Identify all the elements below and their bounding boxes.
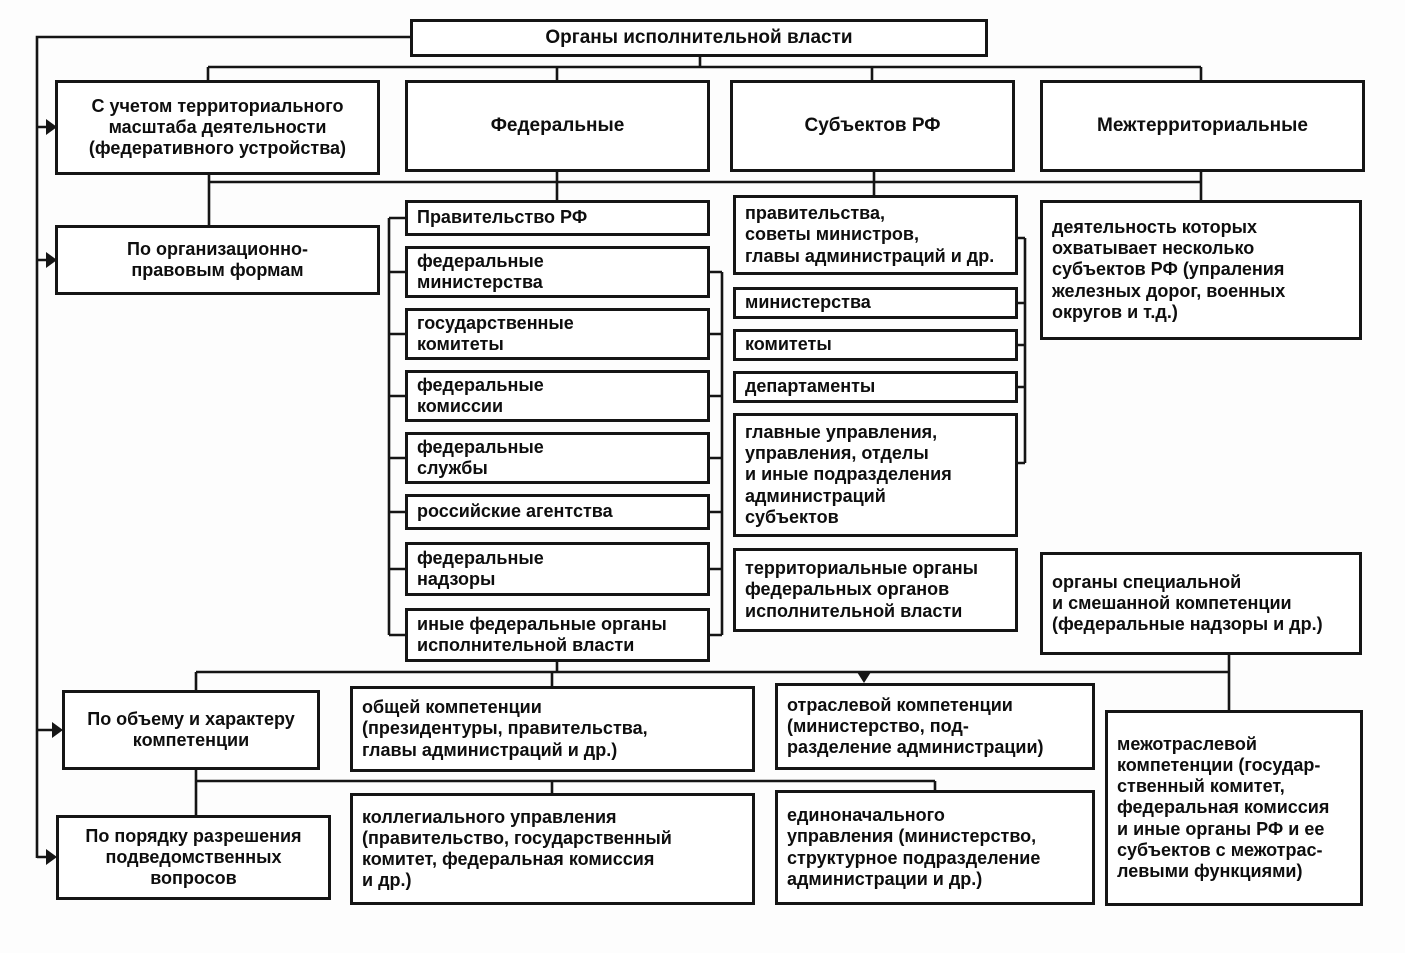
node-collegial-management: коллегиального управления (правительство… <box>350 793 755 905</box>
node-subject-governments: правительства, советы министров, главы а… <box>733 195 1018 275</box>
node-general-competence: общей компетенции (президентуры, правите… <box>350 686 755 772</box>
node-interterritorial-scope: деятельность которых охватывает нескольк… <box>1040 200 1362 340</box>
node-sectoral-competence: отраслевой компетенции (министерство, по… <box>775 683 1095 770</box>
branch-subjects-rf: Субъектов РФ <box>730 80 1015 172</box>
branch-interterritorial: Межтерриториальные <box>1040 80 1365 172</box>
node-territorial-federal-bodies: территориальные органы федеральных орган… <box>733 548 1018 632</box>
diagram-title: Органы исполнительной власти <box>410 19 988 57</box>
node-federal-ministries: федеральные министерства <box>405 246 710 298</box>
node-federal-oversights: федеральные надзоры <box>405 542 710 596</box>
branch-federal: Федеральные <box>405 80 710 172</box>
category-competence-scope: По объему и характеру компетенции <box>62 690 320 770</box>
category-legal-forms: По организационно- правовым формам <box>55 225 380 295</box>
node-subject-ministries: министерства <box>733 287 1018 319</box>
node-federal-services: федеральные службы <box>405 432 710 484</box>
node-federal-commissions: федеральные комиссии <box>405 370 710 422</box>
node-intersectoral-competence: межотраслевой компетенции (государ- стве… <box>1105 710 1363 906</box>
node-subject-admin-units: главные управления, управления, отделы и… <box>733 413 1018 537</box>
category-resolution-order: По порядку разрешения подведомственных в… <box>56 815 331 900</box>
node-state-committees: государственные комитеты <box>405 308 710 360</box>
node-subject-committees: комитеты <box>733 329 1018 361</box>
category-territorial-scale: С учетом территориального масштаба деяте… <box>55 80 380 175</box>
node-sole-management: единоначального управления (министерство… <box>775 790 1095 905</box>
node-special-mixed-competence: органы специальной и смешанной компетенц… <box>1040 552 1362 655</box>
node-other-federal-bodies: иные федеральные органы исполнительной в… <box>405 608 710 662</box>
node-government-rf: Правительство РФ <box>405 200 710 236</box>
node-subject-departments: департаменты <box>733 371 1018 403</box>
node-russian-agencies: российские агентства <box>405 494 710 530</box>
